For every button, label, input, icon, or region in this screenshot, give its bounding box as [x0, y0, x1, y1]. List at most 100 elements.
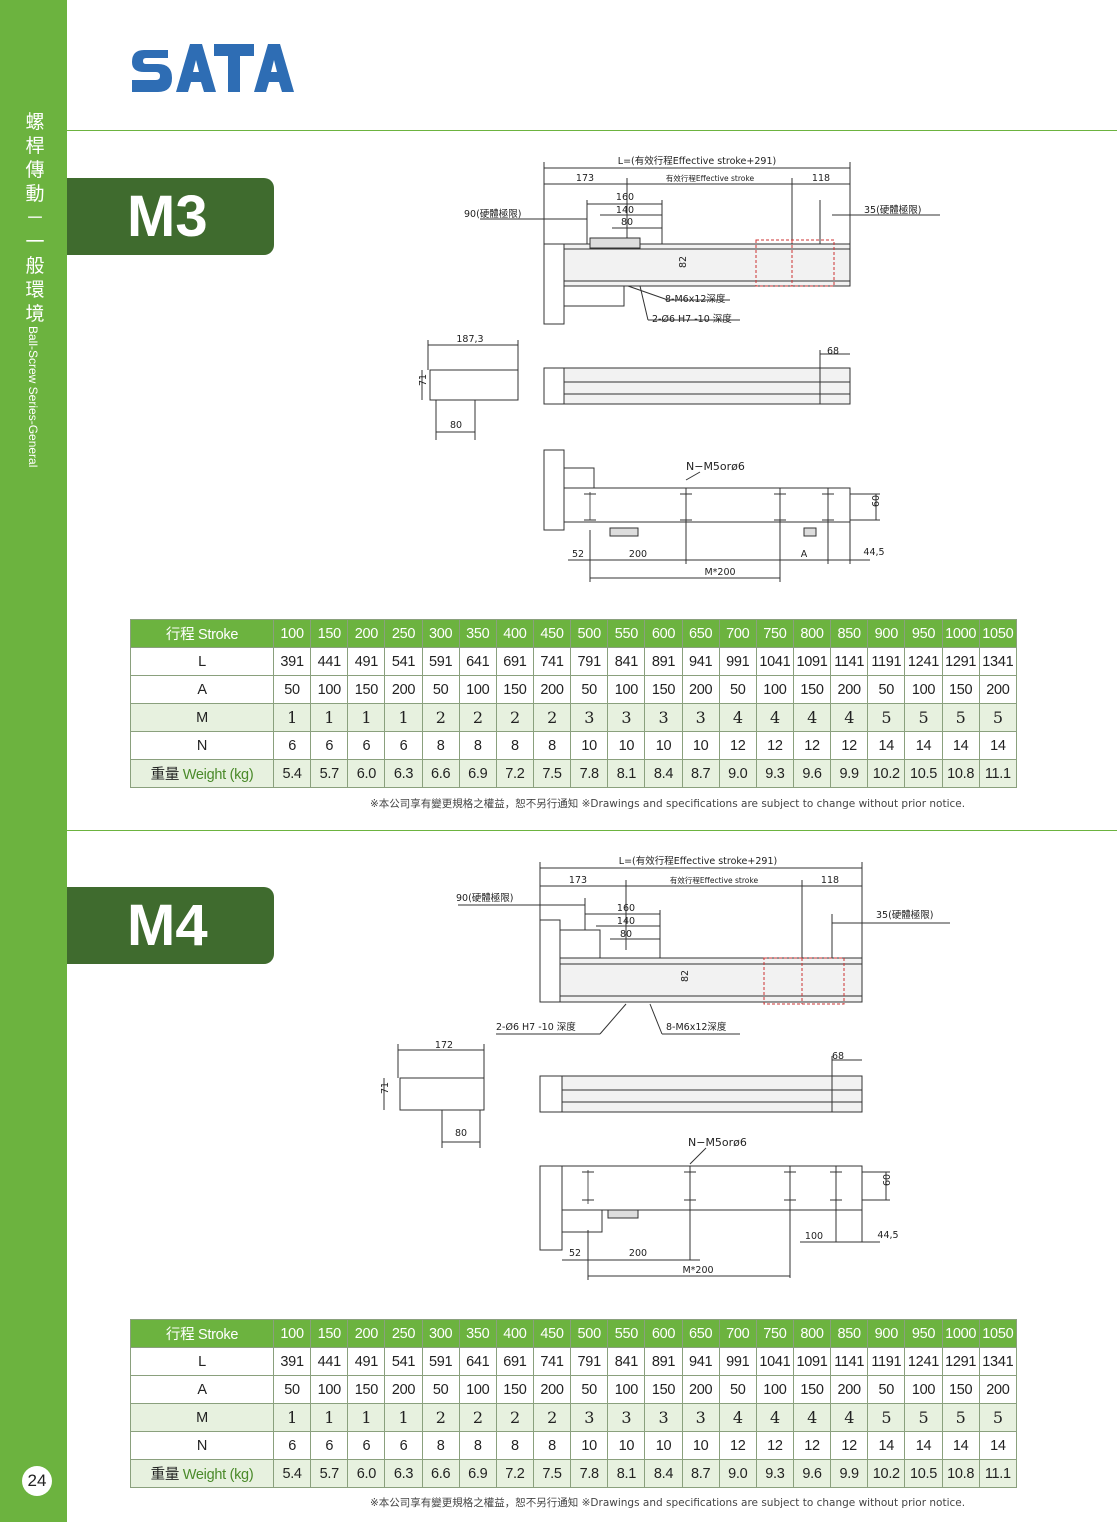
table-cell: 100 — [755, 675, 794, 704]
table-cell: 250 — [384, 619, 423, 648]
table-cell: 941 — [681, 1347, 720, 1376]
table-cell: 8.7 — [681, 759, 720, 788]
table-cell: 2 — [532, 1403, 572, 1432]
m4-disclaimer-note: ※本公司享有變更規格之權益，恕不另行通知 ※Drawings and speci… — [370, 1497, 966, 1509]
table-cell: 650 — [681, 1319, 720, 1348]
pin-holes-label: 2-Ø6 H7 -10 深度 — [652, 313, 732, 325]
table-cell: 850 — [830, 1319, 869, 1348]
table-cell: 700 — [718, 1319, 757, 1348]
table-cell: 300 — [421, 619, 460, 648]
table-cell: 900 — [867, 1319, 906, 1348]
table-cell: 6 — [347, 731, 386, 760]
table-cell: 12 — [830, 731, 869, 760]
table-cell: 150 — [347, 1375, 386, 1404]
row-label-n: N — [130, 731, 274, 760]
table-cell: 500 — [570, 1319, 609, 1348]
table-cell: 541 — [384, 647, 423, 676]
table-cell: 50 — [272, 1375, 312, 1404]
table-cell: 1050 — [978, 1319, 1018, 1348]
table-cell: 1191 — [867, 1347, 906, 1376]
dim-overall-length: L=(有效行程Effective stroke+291) — [619, 855, 777, 867]
dim-44-5: 44,5 — [863, 547, 884, 558]
table-cell: 1000 — [941, 1319, 980, 1348]
table-cell: 10.2 — [867, 1459, 906, 1488]
table-cell: 4 — [718, 703, 757, 732]
table-cell: 5 — [978, 1403, 1018, 1432]
divider-middle — [67, 830, 1117, 831]
table-cell: 391 — [272, 1347, 312, 1376]
dim-140: 140 — [616, 205, 634, 216]
dim-173: 173 — [569, 875, 587, 886]
table-cell: 1 — [272, 703, 312, 732]
row-label-l: L — [130, 647, 274, 676]
table-cell: 541 — [384, 1347, 423, 1376]
dim-44-5: 44,5 — [877, 1230, 898, 1241]
dim-60: 60 — [882, 1174, 893, 1186]
tap-holes-label: 8-M6x12深度 — [665, 293, 726, 305]
table-cell: 591 — [421, 647, 460, 676]
dim-80-top: 80 — [620, 929, 632, 940]
row-label-n: N — [130, 1431, 274, 1460]
table-cell: 10 — [570, 731, 609, 760]
table-cell: 600 — [644, 619, 683, 648]
table-cell: 14 — [867, 731, 906, 760]
table-cell: 1000 — [941, 619, 980, 648]
table-cell: 8.1 — [607, 759, 646, 788]
table-cell: 50 — [867, 1375, 906, 1404]
table-cell: 1 — [384, 1403, 423, 1432]
table-cell: 400 — [495, 619, 534, 648]
table-cell: 10 — [644, 1431, 683, 1460]
table-cell: 8 — [458, 1431, 497, 1460]
dim-effective-stroke: 有效行程Effective stroke — [666, 173, 755, 183]
table-cell: 6 — [384, 1431, 423, 1460]
table-cell: 1 — [272, 1403, 312, 1432]
table-cell: 200 — [681, 675, 720, 704]
table-cell: 491 — [347, 647, 386, 676]
table-cell: 100 — [607, 1375, 646, 1404]
table-cell: 4 — [755, 1403, 794, 1432]
dim-140: 140 — [617, 916, 635, 927]
table-cell: 5.7 — [310, 759, 349, 788]
table-cell: 10 — [607, 731, 646, 760]
table-cell: 500 — [570, 619, 609, 648]
table-cell: 3 — [681, 703, 720, 732]
table-cell: 8 — [495, 731, 534, 760]
hard-limit-right: 35(硬體極限) — [876, 909, 934, 921]
table-cell: 6.3 — [384, 759, 423, 788]
dim-68: 68 — [832, 1051, 844, 1062]
table-cell: 1 — [347, 1403, 386, 1432]
dim-173: 173 — [576, 173, 594, 184]
page-number: 24 — [22, 1466, 52, 1496]
table-cell: 741 — [532, 647, 572, 676]
table-cell: 1141 — [830, 1347, 869, 1376]
table-cell: 800 — [792, 1319, 832, 1348]
table-cell: 150 — [941, 1375, 980, 1404]
table-cell: 400 — [495, 1319, 534, 1348]
table-cell: 3 — [644, 703, 683, 732]
table-cell: 1050 — [978, 619, 1018, 648]
table-cell: 14 — [904, 1431, 943, 1460]
table-cell: 4 — [830, 1403, 869, 1432]
table-cell: 150 — [941, 675, 980, 704]
dim-60: 60 — [871, 495, 882, 507]
sata-logo — [130, 38, 300, 98]
table-cell: 6.9 — [458, 1459, 497, 1488]
dim-width: 187,3 — [456, 334, 483, 345]
table-cell: 841 — [607, 647, 646, 676]
m4-drawing: L=(有效行程Effective stroke+291) 173 有效行程Eff… — [380, 855, 950, 1280]
table-cell: 441 — [310, 647, 349, 676]
table-cell: 2 — [421, 703, 460, 732]
table-cell: 1 — [347, 703, 386, 732]
table-cell: 750 — [755, 619, 794, 648]
table-cell: 100 — [458, 675, 497, 704]
table-cell: 950 — [904, 619, 943, 648]
table-cell: 5 — [904, 1403, 943, 1432]
table-cell: 14 — [941, 1431, 980, 1460]
table-cell: 550 — [607, 1319, 646, 1348]
table-cell: 700 — [718, 619, 757, 648]
row-label-a: A — [130, 1375, 274, 1404]
table-cell: 8.4 — [644, 1459, 683, 1488]
